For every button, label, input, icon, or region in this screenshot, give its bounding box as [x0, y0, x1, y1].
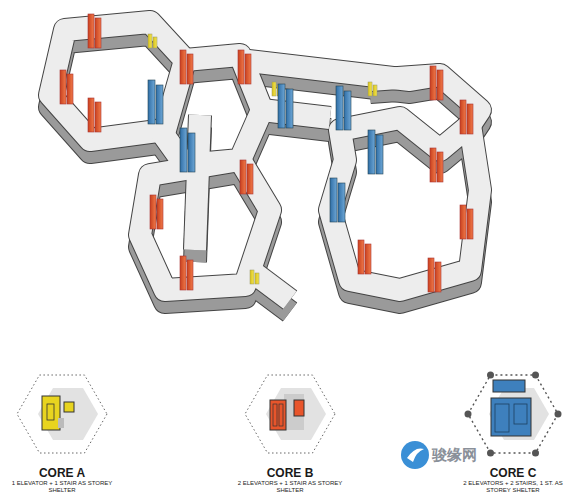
core-hexagon: CORE C2 ELEVATORS + 2 STAIRS, 1 ST. AS S…: [457, 368, 569, 496]
building-illustration: [0, 0, 575, 360]
core-plan: [230, 368, 350, 464]
core-plan: [4, 368, 120, 464]
core-hexagon: CORE A1 ELEVATOR + 1 STAIR AS STOREY SHE…: [4, 368, 120, 496]
watermark-icon: [400, 440, 430, 470]
core-title: CORE A: [4, 466, 120, 480]
core-title: CORE B: [230, 466, 350, 480]
watermark: 骏缘网: [400, 436, 470, 476]
core-description: 2 ELEVATORS + 2 STAIRS, 1 ST. AS STOREY …: [457, 480, 569, 494]
core-title: CORE C: [457, 466, 569, 480]
watermark-text: 骏缘网: [432, 446, 477, 465]
core-hexagon: CORE B2 ELEVATORS + 1 STAIR AS STOREY SH…: [230, 368, 350, 496]
core-plan: [457, 368, 569, 464]
core-description: 1 ELEVATOR + 1 STAIR AS STOREY SHELTER: [4, 480, 120, 494]
core-description: 2 ELEVATORS + 1 STAIR AS STOREY SHELTER: [230, 480, 350, 494]
